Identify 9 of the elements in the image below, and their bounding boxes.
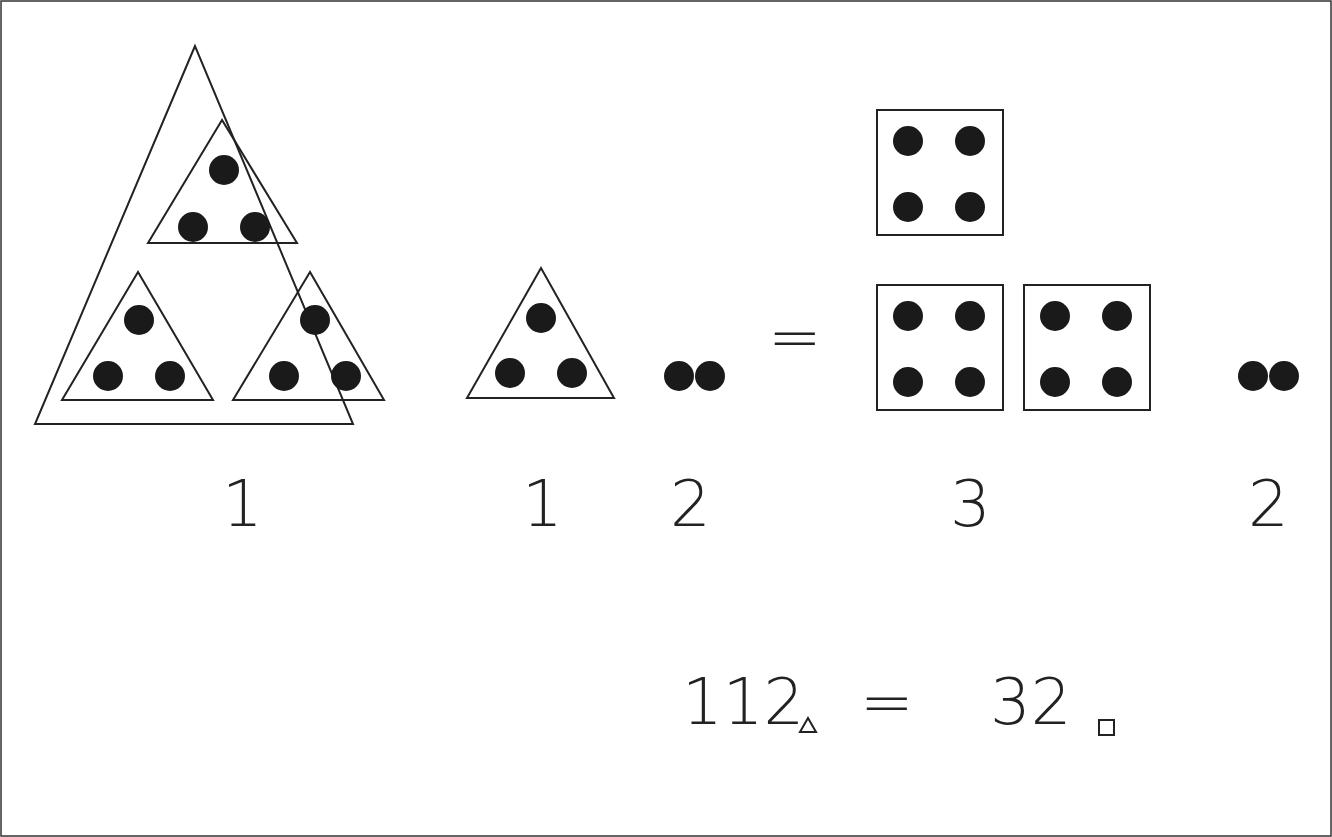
digit: 1 [522, 472, 563, 536]
equals-sign: = [860, 670, 914, 734]
digit: 2 [670, 472, 711, 536]
digit: 3 [950, 472, 991, 536]
digit: 1 [222, 472, 263, 536]
number: 112 [682, 670, 805, 734]
number: 32 [990, 670, 1072, 734]
digit: 2 [1248, 472, 1289, 536]
equals-sign: = [768, 305, 822, 369]
